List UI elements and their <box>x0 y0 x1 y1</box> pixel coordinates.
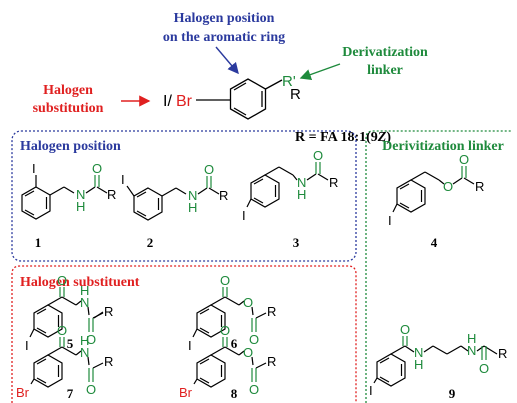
panel-derivatization-linker-border <box>365 130 511 403</box>
compound-1-r-group: R <box>107 187 116 202</box>
compound-5-structure: I O H N O R 5 <box>25 273 113 353</box>
panel-halogen-position-title: Halogen position <box>20 139 121 154</box>
compound-8-ketone-oxygen: O <box>220 323 230 338</box>
compound-9-first-nitrogen: N <box>414 345 423 360</box>
compound-9-second-hydrogen: H <box>467 331 476 346</box>
compound-4-r-group: R <box>475 179 484 194</box>
compound-9-iodine: I <box>369 383 373 398</box>
position-title-line2: on the aromatic ring <box>163 30 285 45</box>
compound-9-second-nitrogen: N <box>467 343 476 358</box>
compound-5-nitrogen: N <box>80 295 89 310</box>
compound-9-second-carbonyl-oxygen: O <box>479 361 489 376</box>
compound-8-r-group: R <box>267 354 276 369</box>
compound-8-carbonyl-oxygen: O <box>249 382 259 397</box>
compound-1-oxygen: O <box>92 161 102 176</box>
compound-3-number: 3 <box>293 235 300 250</box>
compound-7-ketone-oxygen: O <box>57 323 67 338</box>
panel-halogen-substituent-border <box>11 265 357 403</box>
compound-5-amide-oxygen: O <box>86 332 96 347</box>
compound-6-carbonyl-oxygen: O <box>249 332 259 347</box>
compound-7-number: 7 <box>67 386 74 401</box>
compound-6-structure: I O O O R 6 <box>188 273 276 353</box>
linker-title-line2: linker <box>367 63 403 78</box>
compound-2-r-group: R <box>219 188 228 203</box>
compound-1-hydrogen: H <box>76 199 85 214</box>
compound-7-r-group: R <box>104 354 113 369</box>
position-arrow <box>215 46 239 75</box>
substitution-title-line2: substitution <box>33 101 104 116</box>
compound-7-hydrogen: H <box>80 333 89 348</box>
compound-2-structure: I N H O R 2 <box>121 162 228 250</box>
compound-7-amide-oxygen: O <box>86 382 96 397</box>
compound-2-number: 2 <box>147 235 154 250</box>
linker-arrow <box>299 63 341 80</box>
compound-2-iodine: I <box>121 172 125 187</box>
linker-title-line1: Derivatization <box>342 45 428 60</box>
compound-5-r-group: R <box>104 304 113 319</box>
compound-8-structure: Br O O O R 8 <box>179 323 276 401</box>
compound-3-structure: I N H O R 3 <box>242 148 338 250</box>
header-r-group: R <box>290 86 301 103</box>
compound-7-structure: Br O H N O R 7 <box>16 323 113 401</box>
compound-2-hydrogen: H <box>188 200 197 215</box>
compound-4-ester-oxygen: O <box>443 179 453 194</box>
compound-9-structure: I O N H H N O R 9 <box>369 322 507 401</box>
panel-derivatization-linker-title: Derivitization linker <box>382 139 504 154</box>
compound-3-iodine: I <box>242 208 246 223</box>
compound-2-nitrogen: N <box>188 188 197 203</box>
panel-halogen-position-border <box>11 130 357 262</box>
compound-6-iodine: I <box>188 338 192 353</box>
linker-r-prime: R' <box>282 73 296 90</box>
compound-6-ketone-oxygen: O <box>220 273 230 288</box>
compound-8-number: 8 <box>231 386 238 401</box>
compound-5-iodine: I <box>25 338 29 353</box>
compound-3-nitrogen: N <box>297 175 306 190</box>
compound-7-nitrogen: N <box>80 345 89 360</box>
halogen-br-prefix: Br <box>176 93 193 110</box>
compound-7-bromine: Br <box>16 385 30 400</box>
compound-3-hydrogen: H <box>297 187 306 202</box>
compound-1-iodine: I <box>32 161 36 176</box>
compound-3-r-group: R <box>329 175 338 190</box>
compound-4-number: 4 <box>431 235 438 250</box>
compound-4-structure: I O O R 4 <box>388 152 484 250</box>
compound-8-ester-oxygen: O <box>243 345 253 360</box>
compound-6-number: 6 <box>231 336 238 351</box>
compound-5-hydrogen: H <box>80 283 89 298</box>
compound-1-nitrogen: N <box>76 187 85 202</box>
compound-4-iodine: I <box>388 213 392 228</box>
compound-3-oxygen: O <box>313 148 323 163</box>
header-scheme: Halogen position on the aromatic ring De… <box>33 11 428 145</box>
compound-5-ketone-oxygen: O <box>57 273 67 288</box>
compound-9-first-hydrogen: H <box>414 357 423 372</box>
compound-1-structure: I N H O R 1 <box>21 161 116 250</box>
compound-9-r-group: R <box>498 346 507 361</box>
substitution-title-line1: Halogen <box>43 83 93 98</box>
compound-1-number: 1 <box>35 235 42 250</box>
compound-5-number: 5 <box>67 336 74 351</box>
compound-6-ester-oxygen: O <box>243 295 253 310</box>
central-benzene-ring <box>196 78 283 120</box>
compound-6-r-group: R <box>267 304 276 319</box>
halogen-i-prefix: I/ <box>163 93 172 110</box>
position-title-line1: Halogen position <box>174 11 275 26</box>
compound-2-oxygen: O <box>204 162 214 177</box>
compound-9-number: 9 <box>449 386 456 401</box>
compound-8-bromine: Br <box>179 385 193 400</box>
compound-9-first-carbonyl-oxygen: O <box>400 322 410 337</box>
r-definition: R = FA 18:1(9Z) <box>295 130 391 145</box>
panel-halogen-substituent-title: Halogen substituent <box>20 275 140 290</box>
compound-4-carbonyl-oxygen: O <box>459 152 469 167</box>
